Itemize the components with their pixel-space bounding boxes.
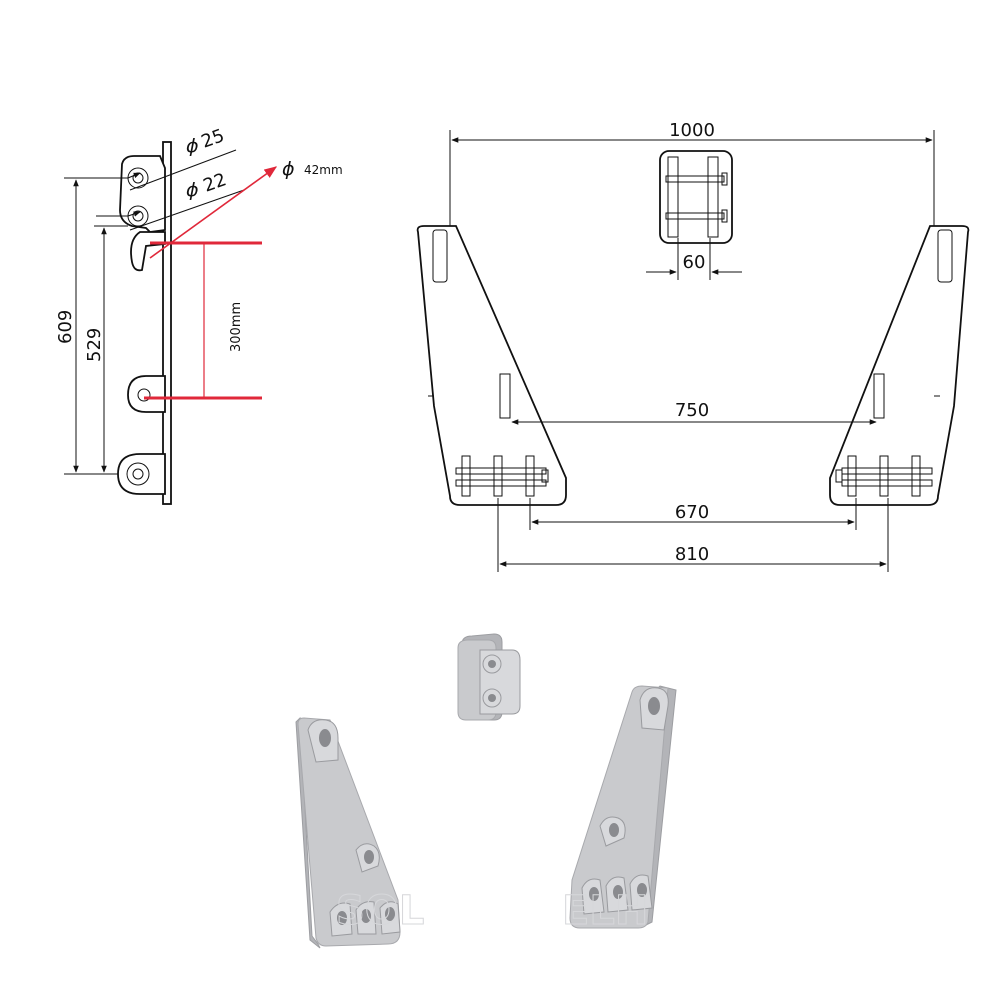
- watermark-left: SOL: [336, 888, 424, 934]
- dim-670: 670: [675, 502, 709, 523]
- dim-300: 300mm: [229, 302, 244, 352]
- render-3d-parts: SOL ELH: [295, 633, 677, 949]
- dia-symbol-22: ϕ: [186, 179, 199, 201]
- dim-529: 529: [84, 328, 105, 362]
- center-bracket: [659, 150, 733, 244]
- front-view-drawing: 1000 60: [416, 120, 970, 572]
- dim-dia-42: 42mm: [304, 163, 343, 177]
- side-plate: [162, 141, 172, 505]
- render-left-leg: [295, 716, 401, 949]
- dim-1000: 1000: [669, 120, 715, 141]
- dia-symbol-42: ϕ: [282, 158, 295, 180]
- bottom-lug: [117, 453, 166, 495]
- watermark-right: ELH: [562, 888, 648, 934]
- dia-symbol-25: ϕ: [186, 135, 199, 157]
- dim-dia-25: 25: [199, 125, 228, 153]
- dim-dia-22: 22: [201, 169, 230, 197]
- render-right-leg: [569, 685, 677, 929]
- dim-750: 750: [675, 400, 709, 421]
- side-view-drawing: ϕ 25 ϕ 22 ϕ 42mm 300mm 609 529: [55, 125, 343, 505]
- top-hook-bracket: [119, 155, 166, 233]
- dim-609: 609: [55, 310, 76, 344]
- render-center-bracket: [457, 633, 521, 721]
- left-leg-plate: [416, 225, 567, 506]
- middle-lug: [127, 375, 166, 413]
- dim-60: 60: [683, 252, 706, 273]
- right-leg-plate: [829, 225, 970, 506]
- dim-810: 810: [675, 544, 709, 565]
